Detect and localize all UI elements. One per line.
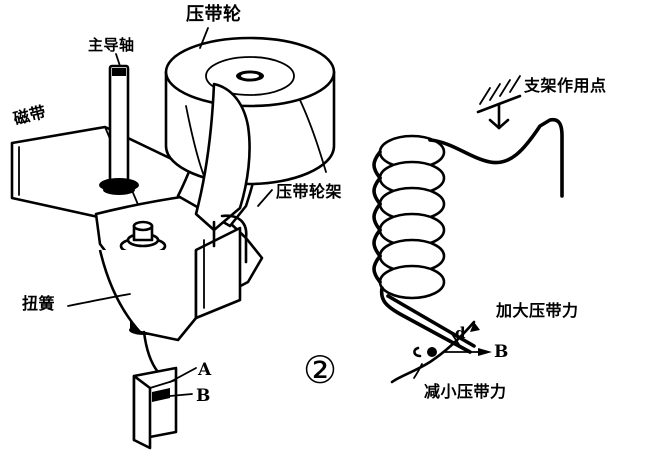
spring-coils xyxy=(372,134,446,300)
label-decrease-force: 减小压带力 xyxy=(424,382,507,401)
end-block xyxy=(132,366,197,450)
label-roller-bracket: 压带轮架 xyxy=(276,182,343,201)
label-bracket-action-point: 支架作用点 xyxy=(524,76,607,95)
label-point-a-right: d xyxy=(455,324,466,342)
arm-pivot-pin xyxy=(413,346,437,358)
spring-upper-arm xyxy=(428,117,564,198)
torsion-spring-detail xyxy=(372,75,564,384)
bracket-action-point-symbol xyxy=(476,75,522,130)
label-point-b-right: B xyxy=(494,342,509,362)
left-leader-lines xyxy=(67,27,273,307)
label-torsion-spring: 扭簧 xyxy=(22,294,56,313)
lower-mount-plate xyxy=(98,214,248,342)
direction-ticks xyxy=(443,333,492,356)
decrease-leader xyxy=(413,363,423,379)
bracket-tongue xyxy=(194,82,251,232)
figure-number: ② xyxy=(303,348,338,392)
spring-lower-arm xyxy=(379,286,476,354)
label-point-a-left: A xyxy=(198,360,212,380)
drive-shaft xyxy=(99,64,139,195)
label-increase-force: 加大压带力 xyxy=(496,301,579,320)
label-pressure-roller: 压带轮 xyxy=(186,4,242,25)
force-adjust-arc xyxy=(390,320,480,384)
spring-tail-wire xyxy=(142,330,160,374)
label-point-b-left: B xyxy=(196,386,211,406)
label-drive-shaft: 主导轴 xyxy=(88,36,135,54)
